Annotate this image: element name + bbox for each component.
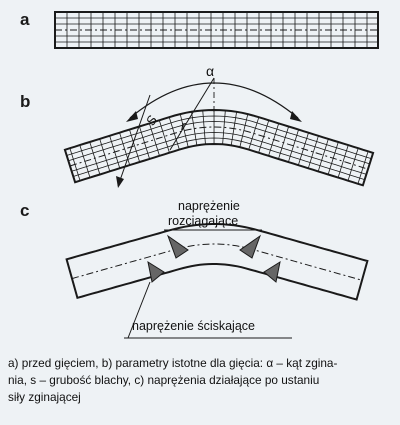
grid-line-radial bbox=[347, 148, 359, 181]
grid-line-radial bbox=[327, 141, 339, 175]
tension-label-line2: rozciągające bbox=[168, 214, 239, 228]
compression-label: naprężenie ściskające bbox=[132, 319, 255, 333]
grid-line-radial bbox=[278, 126, 290, 160]
caption-line-1: a) przed gięciem, b) parametry istotne d… bbox=[8, 356, 338, 370]
grid-line-radial bbox=[337, 145, 349, 178]
grid-line-radial bbox=[202, 110, 206, 145]
compression-zone-right bbox=[263, 260, 281, 283]
grid-line-radial bbox=[69, 148, 81, 181]
grid-line-radial bbox=[109, 135, 121, 169]
straight-sheet-strip bbox=[54, 11, 379, 49]
grid-line-radial bbox=[168, 117, 180, 150]
grid-line-radial bbox=[230, 111, 238, 146]
grid-line-radial bbox=[99, 138, 111, 172]
panel-label-a: a bbox=[20, 10, 30, 29]
grid-line-radial bbox=[288, 129, 299, 163]
grid-line-radial bbox=[258, 120, 270, 153]
grid-line-radial bbox=[148, 123, 160, 156]
tension-label-line1: naprężenie bbox=[178, 199, 240, 213]
grid-line-curved bbox=[68, 121, 370, 165]
neutral-axis bbox=[69, 126, 369, 170]
grid-line-radial bbox=[79, 144, 91, 178]
grid-line-radial bbox=[317, 138, 329, 172]
compression-zone-left bbox=[147, 260, 165, 283]
angle-arrow-left bbox=[126, 111, 138, 122]
grid-line-radial bbox=[139, 126, 150, 160]
grid-line-radial bbox=[268, 123, 280, 156]
grid-line-radial bbox=[89, 141, 101, 175]
grid-line-radial bbox=[129, 129, 141, 163]
grid-line-curved bbox=[71, 132, 367, 175]
grid-line-radial bbox=[158, 120, 170, 153]
sheet-outline bbox=[63, 108, 375, 187]
grid-line-radial bbox=[179, 113, 189, 148]
stressed-sheet-strip bbox=[65, 223, 369, 339]
neutral-axis bbox=[71, 243, 363, 281]
panel-label-c: c bbox=[20, 201, 30, 220]
figure-caption: a) przed gięciem, b) parametry istotne d… bbox=[8, 355, 394, 406]
caption-line-3: siły zginającej bbox=[8, 390, 81, 404]
radius-symbol: r bbox=[181, 118, 186, 133]
grid-line-curved bbox=[73, 137, 365, 180]
radius-line bbox=[169, 77, 215, 151]
grid-line-radial bbox=[357, 151, 369, 184]
bent-sheet-strip bbox=[63, 108, 375, 187]
compression-leader bbox=[127, 281, 151, 339]
sheet-outline bbox=[65, 223, 369, 301]
bending-diagram bbox=[54, 11, 379, 339]
angle-arrow-right bbox=[290, 111, 302, 122]
grid-line-curved bbox=[66, 115, 372, 159]
panel-label-b: b bbox=[20, 92, 31, 111]
caption-line-2: nia, s – grubość blachy, c) naprężenia d… bbox=[8, 373, 320, 387]
tension-zone-right bbox=[239, 234, 262, 259]
grid-line-radial bbox=[222, 110, 226, 145]
grid-line-radial bbox=[248, 117, 260, 150]
bend-parameters bbox=[116, 77, 302, 188]
tension-zone-left bbox=[166, 234, 189, 259]
grid-line-radial bbox=[239, 113, 249, 148]
grid-line-radial bbox=[307, 135, 319, 169]
grid-line-radial bbox=[119, 132, 131, 166]
angle-arc bbox=[129, 82, 299, 119]
thickness-line bbox=[117, 94, 151, 187]
thickness-arrow bbox=[116, 176, 124, 188]
grid-line-radial bbox=[191, 111, 198, 146]
grid-line-radial bbox=[297, 132, 309, 166]
alpha-symbol: α bbox=[206, 63, 215, 79]
